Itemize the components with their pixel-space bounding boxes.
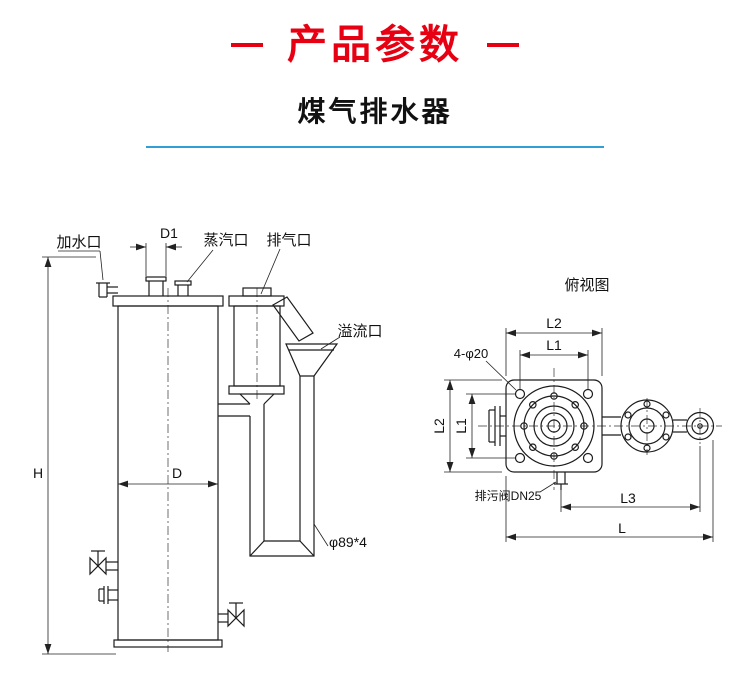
dimension-l3	[560, 446, 701, 513]
top-view-leaders	[485, 361, 557, 493]
label-dim-l2-top: L2	[546, 315, 562, 331]
stack-connector-pipe	[218, 403, 250, 417]
dimension-h	[42, 256, 116, 655]
label-dim-d: D	[172, 465, 182, 481]
label-exhaust-port: 排气口	[266, 232, 311, 249]
end-cap-connector	[673, 419, 687, 433]
dimension-l1-top	[519, 350, 589, 391]
label-dim-l2-left: L2	[431, 418, 447, 434]
main-vessel	[112, 295, 224, 648]
front-view-leaders	[58, 249, 341, 547]
label-dim-l1-left: L1	[453, 418, 469, 434]
front-view-labels: 加水口 D1 蒸汽口 排气口 溢流口 H D φ89*4	[33, 225, 383, 550]
water-inlet-pipe	[96, 282, 118, 298]
center-flange	[513, 385, 595, 467]
flange-plate	[505, 379, 603, 473]
overflow-elbow-pipe	[272, 296, 314, 343]
steam-nozzle	[174, 280, 192, 297]
label-dim-h: H	[33, 465, 43, 481]
outlet-pipe	[602, 416, 621, 436]
front-view: 加水口 D1 蒸汽口 排气口 溢流口 H D φ89*4	[33, 225, 383, 655]
label-overflow-port: 溢流口	[337, 323, 382, 340]
level-stub	[98, 586, 118, 605]
dimension-l2-top	[505, 328, 603, 377]
side-flange-stub	[488, 406, 506, 447]
overflow-funnel	[285, 343, 339, 377]
page-header: 产品参数	[0, 0, 750, 70]
label-dim-d1: D1	[160, 225, 178, 241]
title-decor-left	[231, 43, 263, 47]
page-title: 产品参数	[287, 23, 463, 67]
label-dim-l: L	[618, 520, 626, 536]
technical-drawing: 加水口 D1 蒸汽口 排气口 溢流口 H D φ89*4	[33, 225, 722, 655]
top-view-title: 俯视图	[564, 277, 609, 294]
dimension-l1-left	[466, 393, 516, 459]
overflow-downpipe	[249, 376, 315, 557]
dimension-l2-left	[444, 379, 502, 473]
top-view: 俯视图 L2 L1 4-φ20 L2 L1 排污阀DN25 L3 L	[431, 277, 722, 543]
dimension-d1	[130, 243, 182, 277]
section-divider	[146, 146, 604, 149]
end-cap-circle	[685, 412, 715, 441]
exhaust-stack	[228, 287, 285, 405]
top-view-labels: 俯视图 L2 L1 4-φ20 L2 L1 排污阀DN25 L3 L	[431, 277, 636, 536]
outlet-flange-circle	[620, 399, 674, 453]
label-pipe-spec: φ89*4	[329, 534, 367, 550]
dimension-l	[505, 440, 714, 543]
bottom-drain-valve	[218, 602, 245, 628]
label-steam-port: 蒸汽口	[203, 232, 248, 249]
drain-stub	[554, 472, 568, 491]
label-bolt-holes: 4-φ20	[454, 346, 488, 361]
label-water-inlet: 加水口	[56, 234, 101, 251]
label-drain-valve: 排污阀DN25	[475, 489, 542, 503]
title-decor-right	[487, 43, 519, 47]
label-dim-l3: L3	[620, 490, 636, 506]
d1-nozzle	[145, 276, 167, 297]
side-valve	[89, 550, 118, 576]
product-name: 煤气排水器	[297, 96, 453, 127]
label-dim-l1-top: L1	[546, 337, 562, 353]
